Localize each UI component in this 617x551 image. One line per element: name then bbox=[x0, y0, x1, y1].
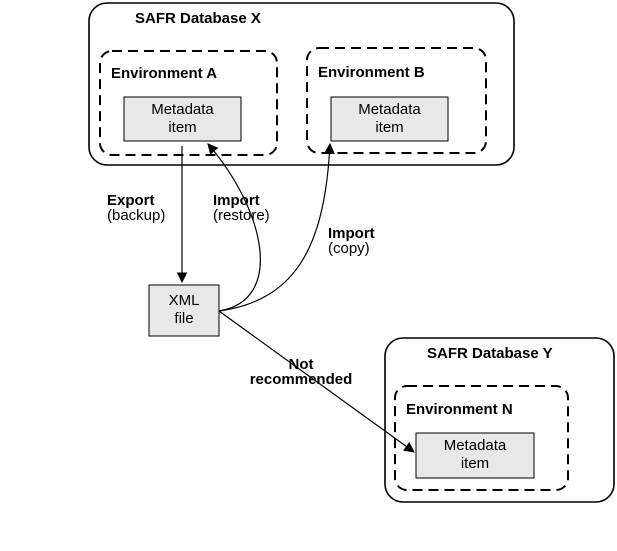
not-recommended-label: Not recommended bbox=[241, 357, 361, 387]
database-y-title: SAFR Database Y bbox=[427, 345, 553, 362]
import-restore-label-sub: (restore) bbox=[213, 207, 270, 224]
import-restore-label: Import (restore) bbox=[213, 193, 270, 223]
environment-b-container bbox=[306, 47, 487, 154]
not-recommended-line1: Not bbox=[288, 356, 314, 373]
export-label: Export (backup) bbox=[107, 193, 165, 223]
import-copy-label-sub: (copy) bbox=[328, 240, 370, 257]
export-label-title: Export bbox=[107, 192, 155, 209]
metadata-item-b-box bbox=[330, 96, 449, 142]
import-restore-label-title: Import bbox=[213, 192, 260, 209]
metadata-item-a-line2: item bbox=[168, 119, 197, 136]
not-recommended-arrow bbox=[218, 310, 415, 453]
import-restore-arrow bbox=[207, 143, 261, 312]
not-recommended-line2: recommended bbox=[249, 371, 353, 388]
metadata-item-n-label: Metadata item bbox=[416, 437, 534, 473]
database-x-title: SAFR Database X bbox=[135, 10, 261, 27]
metadata-item-n-line2: item bbox=[460, 455, 490, 472]
import-copy-label: Import (copy) bbox=[328, 226, 375, 256]
metadata-item-b-line2: item bbox=[375, 119, 404, 136]
metadata-item-b-label: Metadata item bbox=[331, 101, 448, 137]
environment-n-container bbox=[394, 385, 569, 491]
environment-a-container bbox=[99, 50, 278, 156]
xml-file-line1: XML bbox=[168, 292, 200, 309]
metadata-item-a-line1: Metadata bbox=[151, 101, 214, 118]
metadata-item-a-box bbox=[123, 96, 242, 142]
metadata-item-b-line1: Metadata bbox=[358, 101, 421, 118]
import-copy-label-title: Import bbox=[328, 225, 375, 242]
xml-file-label: XML file bbox=[149, 292, 219, 328]
import-copy-arrow bbox=[218, 142, 335, 312]
environment-b-title: Environment B bbox=[318, 64, 425, 81]
metadata-item-n-box bbox=[415, 432, 535, 479]
xml-file-line2: file bbox=[174, 310, 194, 327]
export-label-sub: (backup) bbox=[107, 207, 166, 224]
metadata-item-a-label: Metadata item bbox=[124, 101, 241, 137]
environment-n-title: Environment N bbox=[406, 401, 513, 418]
metadata-item-n-line1: Metadata bbox=[443, 437, 507, 454]
environment-a-title: Environment A bbox=[111, 65, 218, 82]
